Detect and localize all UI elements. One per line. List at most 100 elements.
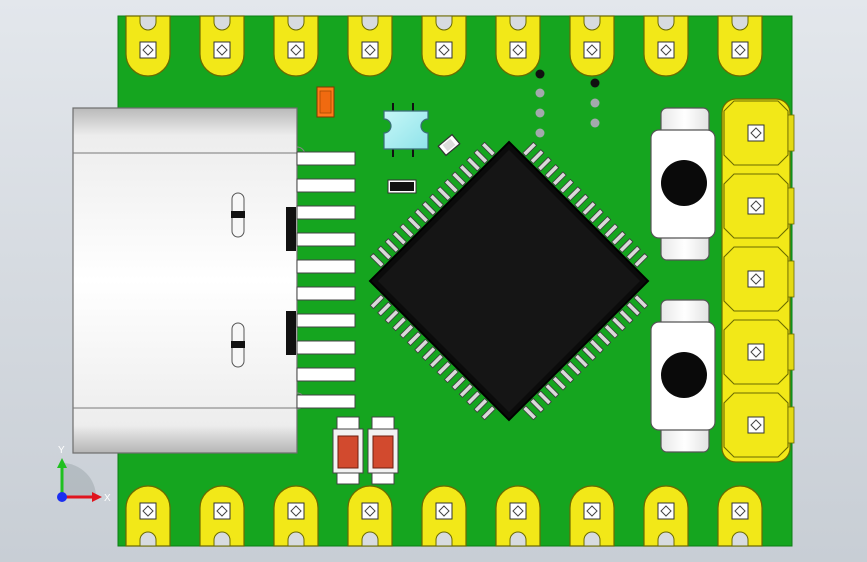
chip-lead bbox=[406, 215, 422, 231]
chip-lead bbox=[466, 156, 481, 172]
black-diode bbox=[387, 179, 417, 194]
castellated-pad bbox=[569, 485, 615, 547]
castellated-pad bbox=[347, 485, 393, 547]
chip-lead bbox=[480, 141, 496, 157]
tactile-button-bottom[interactable] bbox=[650, 299, 716, 453]
chip-lead bbox=[473, 149, 489, 165]
castellated-pad bbox=[273, 15, 319, 77]
castellated-pad bbox=[199, 485, 245, 547]
usb-pin bbox=[296, 394, 356, 409]
chip-lead bbox=[522, 405, 538, 421]
chip-lead bbox=[399, 323, 415, 339]
chip-lead bbox=[414, 208, 430, 224]
chip-lead bbox=[466, 390, 481, 406]
chip-lead bbox=[458, 164, 474, 179]
chip-lead bbox=[451, 375, 467, 391]
usb-pin bbox=[296, 286, 356, 301]
chip-lead bbox=[633, 252, 649, 268]
usb-pin bbox=[296, 313, 356, 328]
chip-lead bbox=[377, 245, 393, 261]
chip-lead bbox=[436, 360, 452, 376]
usb-pin bbox=[296, 232, 356, 247]
led-left bbox=[332, 416, 364, 485]
chip-lead bbox=[369, 294, 385, 310]
chip-lead bbox=[480, 405, 496, 421]
usb-pin bbox=[296, 259, 356, 274]
header-pin bbox=[723, 246, 795, 312]
chip-lead bbox=[473, 397, 489, 413]
chip-lead bbox=[421, 346, 437, 361]
chip-lead bbox=[581, 201, 597, 216]
chip-lead bbox=[625, 245, 641, 261]
chip-lead bbox=[559, 368, 575, 384]
castellated-pad bbox=[569, 15, 615, 77]
usb-pin bbox=[296, 367, 356, 382]
castellated-pad bbox=[495, 15, 541, 77]
chip-lead bbox=[436, 186, 452, 202]
castellated-pad bbox=[125, 485, 171, 547]
chip-lead bbox=[406, 331, 422, 347]
chip-lead bbox=[611, 316, 626, 332]
chip-lead bbox=[551, 171, 567, 187]
chip-lead bbox=[399, 223, 415, 239]
top-castellated-pads bbox=[125, 15, 763, 77]
usb-pin bbox=[296, 151, 356, 166]
coordinate-triad[interactable]: Y X bbox=[57, 445, 111, 504]
chip-lead bbox=[544, 164, 560, 179]
chip-lead bbox=[392, 230, 407, 246]
x-axis-arrowhead bbox=[92, 492, 102, 502]
usb-pin bbox=[296, 178, 356, 193]
chip-lead bbox=[537, 390, 552, 406]
chip-lead bbox=[581, 346, 597, 361]
chip-lead bbox=[522, 141, 538, 157]
chip-lead bbox=[384, 238, 400, 253]
chip-lead bbox=[529, 149, 545, 165]
castellated-pad bbox=[495, 485, 541, 547]
chip-lead bbox=[588, 208, 604, 224]
castellated-pad bbox=[199, 15, 245, 77]
chip-lead bbox=[377, 301, 393, 317]
castellated-pad bbox=[717, 485, 763, 547]
castellated-pad bbox=[347, 15, 393, 77]
led-right bbox=[367, 416, 399, 485]
chip-lead bbox=[369, 252, 385, 268]
header-pin bbox=[723, 173, 795, 239]
chip-lead bbox=[596, 331, 612, 347]
chip-lead bbox=[544, 383, 560, 398]
chip-lead bbox=[625, 301, 641, 317]
chip-lead bbox=[458, 383, 474, 398]
chip-lead bbox=[559, 178, 575, 194]
orange-capacitor bbox=[316, 86, 335, 118]
chip-lead bbox=[603, 223, 619, 239]
chip-lead bbox=[392, 316, 407, 332]
chip-lead bbox=[596, 215, 612, 231]
chip-lead bbox=[537, 156, 552, 172]
chip-lead bbox=[551, 375, 567, 391]
castellated-pad bbox=[125, 15, 171, 77]
chip-lead bbox=[618, 238, 634, 253]
usb-c-connector[interactable] bbox=[72, 107, 306, 454]
qfp-chip-leads bbox=[369, 141, 649, 421]
castellated-pad bbox=[717, 15, 763, 77]
chip-lead bbox=[451, 171, 467, 187]
right-pin-header[interactable] bbox=[723, 100, 795, 458]
chip-lead bbox=[603, 323, 619, 339]
header-pin bbox=[723, 392, 795, 458]
chip-lead bbox=[421, 201, 437, 216]
usb-c-signal-pins bbox=[296, 151, 356, 409]
usb-pin bbox=[296, 205, 356, 220]
chip-lead bbox=[574, 353, 589, 369]
crystal-oscillator bbox=[383, 103, 429, 157]
small-white-capacitor bbox=[437, 133, 461, 157]
chip-lead bbox=[611, 230, 626, 246]
chip-lead bbox=[429, 353, 444, 369]
castellated-pad bbox=[643, 15, 689, 77]
qfp-microcontroller-chip[interactable] bbox=[368, 140, 650, 422]
chip-lead bbox=[443, 368, 459, 384]
chip-lead bbox=[384, 309, 400, 324]
tactile-button-top[interactable] bbox=[650, 107, 716, 261]
y-axis-label: Y bbox=[58, 445, 65, 456]
castellated-pad bbox=[421, 485, 467, 547]
